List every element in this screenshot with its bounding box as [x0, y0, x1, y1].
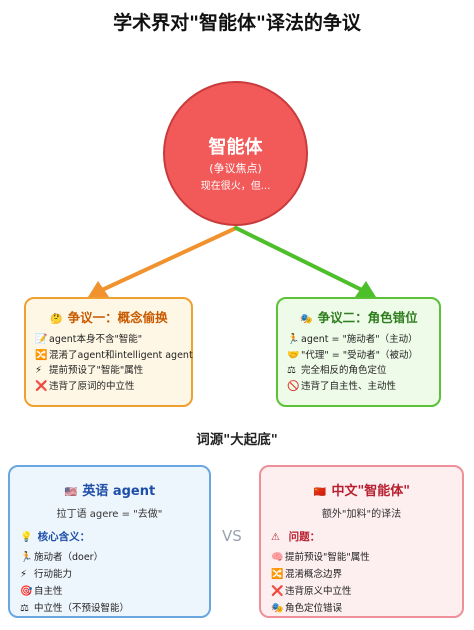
- shuffle-icon: 🔀: [35, 349, 48, 361]
- dispute-two-heading: 🎭 争议二：角色错位: [278, 307, 439, 326]
- english-subtitle: 拉丁语 agere = "去做": [56, 509, 163, 520]
- english-core-heading: 💡 核心含义：: [20, 531, 91, 543]
- english-box: 🇺🇸 英语 agent 拉丁语 agere = "去做" 💡 核心含义： 🏃施动…: [8, 465, 211, 618]
- list-item: 🏃施动者（doer）: [20, 549, 209, 566]
- runner-icon: 🏃: [287, 334, 300, 345]
- dispute-two-box: 🎭 争议二：角色错位 🏃agent = "施动者"（主动） 🤝"代理" = "受…: [276, 297, 441, 407]
- list-item: 🎯自主性: [20, 583, 209, 600]
- scales-icon: ⚖: [20, 603, 29, 614]
- theater-masks-icon: 🎭: [300, 314, 313, 325]
- etymology-title: 词源"大起底": [196, 432, 278, 448]
- list-item: 📝agent本身不含"智能": [35, 332, 191, 348]
- list-item: 🔀混淆概念边界: [271, 566, 462, 583]
- scales-icon: ⚖: [287, 365, 296, 376]
- list-item: 🎭角色定位错误: [271, 600, 462, 617]
- china-flag-icon: 🇨🇳: [313, 487, 327, 498]
- chinese-title: 中文"智能体": [331, 484, 411, 499]
- prohibited-icon: 🚫: [287, 380, 300, 392]
- center-circle: 智能体 (争议焦点) 现在很火，但...: [163, 81, 308, 226]
- shuffle-icon: 🔀: [271, 569, 284, 580]
- list-item: 🔀混淆了agent和intelligent agent: [35, 348, 193, 364]
- list-item: ❌违背原义中立性: [271, 583, 462, 600]
- arrow-right-line: [234, 226, 364, 292]
- list-item: ⚡提前预设了"智能"属性: [35, 363, 191, 379]
- dispute-one-title: 争议一：概念偷换: [67, 310, 168, 325]
- lightning-icon: ⚡: [20, 569, 28, 580]
- arrow-right-head: [355, 281, 376, 297]
- warning-icon: ⚠: [271, 532, 280, 543]
- list-item: 🚫违背了自主性、主动性: [287, 379, 439, 395]
- light-bulb-icon: 💡: [20, 532, 33, 543]
- english-heading: 🇺🇸 英语 agent: [10, 480, 209, 499]
- center-title: 智能体: [208, 137, 263, 158]
- list-item: 🤝"代理" = "受动者"（被动）: [287, 348, 439, 364]
- cross-mark-icon: ❌: [271, 586, 284, 597]
- arrow-left-line: [100, 226, 238, 292]
- dispute-two-title: 争议二：角色错位: [317, 310, 418, 325]
- arrow-left-head: [88, 281, 109, 297]
- cross-mark-icon: ❌: [35, 380, 48, 392]
- page-title: 学术界对"智能体"译法的争议: [113, 12, 361, 34]
- brain-icon: 🧠: [271, 552, 284, 563]
- chinese-problem-heading: ⚠ 问题：: [271, 531, 321, 543]
- chinese-heading: 🇨🇳 中文"智能体": [261, 480, 462, 499]
- runner-icon: 🏃: [20, 552, 33, 563]
- memo-icon: 📝: [35, 334, 48, 345]
- handshake-icon: 🤝: [287, 349, 300, 361]
- list-item: ❌违背了原词的中立性: [35, 379, 191, 395]
- vs-label: VS: [222, 527, 242, 545]
- target-icon: 🎯: [20, 586, 33, 597]
- english-title: 英语 agent: [82, 484, 156, 499]
- dispute-one-box: 🤔 争议一：概念偷换 📝agent本身不含"智能" 🔀混淆了agent和inte…: [24, 297, 193, 407]
- chinese-subtitle: 额外"加料"的译法: [321, 509, 402, 520]
- center-subtitle: (争议焦点): [209, 162, 262, 175]
- list-item: ⚡行动能力: [20, 566, 209, 583]
- chinese-box: 🇨🇳 中文"智能体" 额外"加料"的译法 ⚠ 问题： 🧠提前预设"智能"属性 🔀…: [259, 465, 464, 618]
- list-item: 🏃agent = "施动者"（主动）: [287, 332, 439, 348]
- thinking-face-icon: 🤔: [50, 314, 63, 325]
- dispute-one-heading: 🤔 争议一：概念偷换: [26, 307, 191, 326]
- us-flag-icon: 🇺🇸: [64, 487, 77, 498]
- lightning-icon: ⚡: [35, 365, 43, 376]
- theater-masks-icon: 🎭: [271, 603, 284, 614]
- center-note: 现在很火，但...: [200, 181, 271, 192]
- list-item: ⚖中立性（不预设智能）: [20, 600, 209, 617]
- list-item: 🧠提前预设"智能"属性: [271, 549, 462, 566]
- list-item: ⚖完全相反的角色定位: [287, 363, 439, 379]
